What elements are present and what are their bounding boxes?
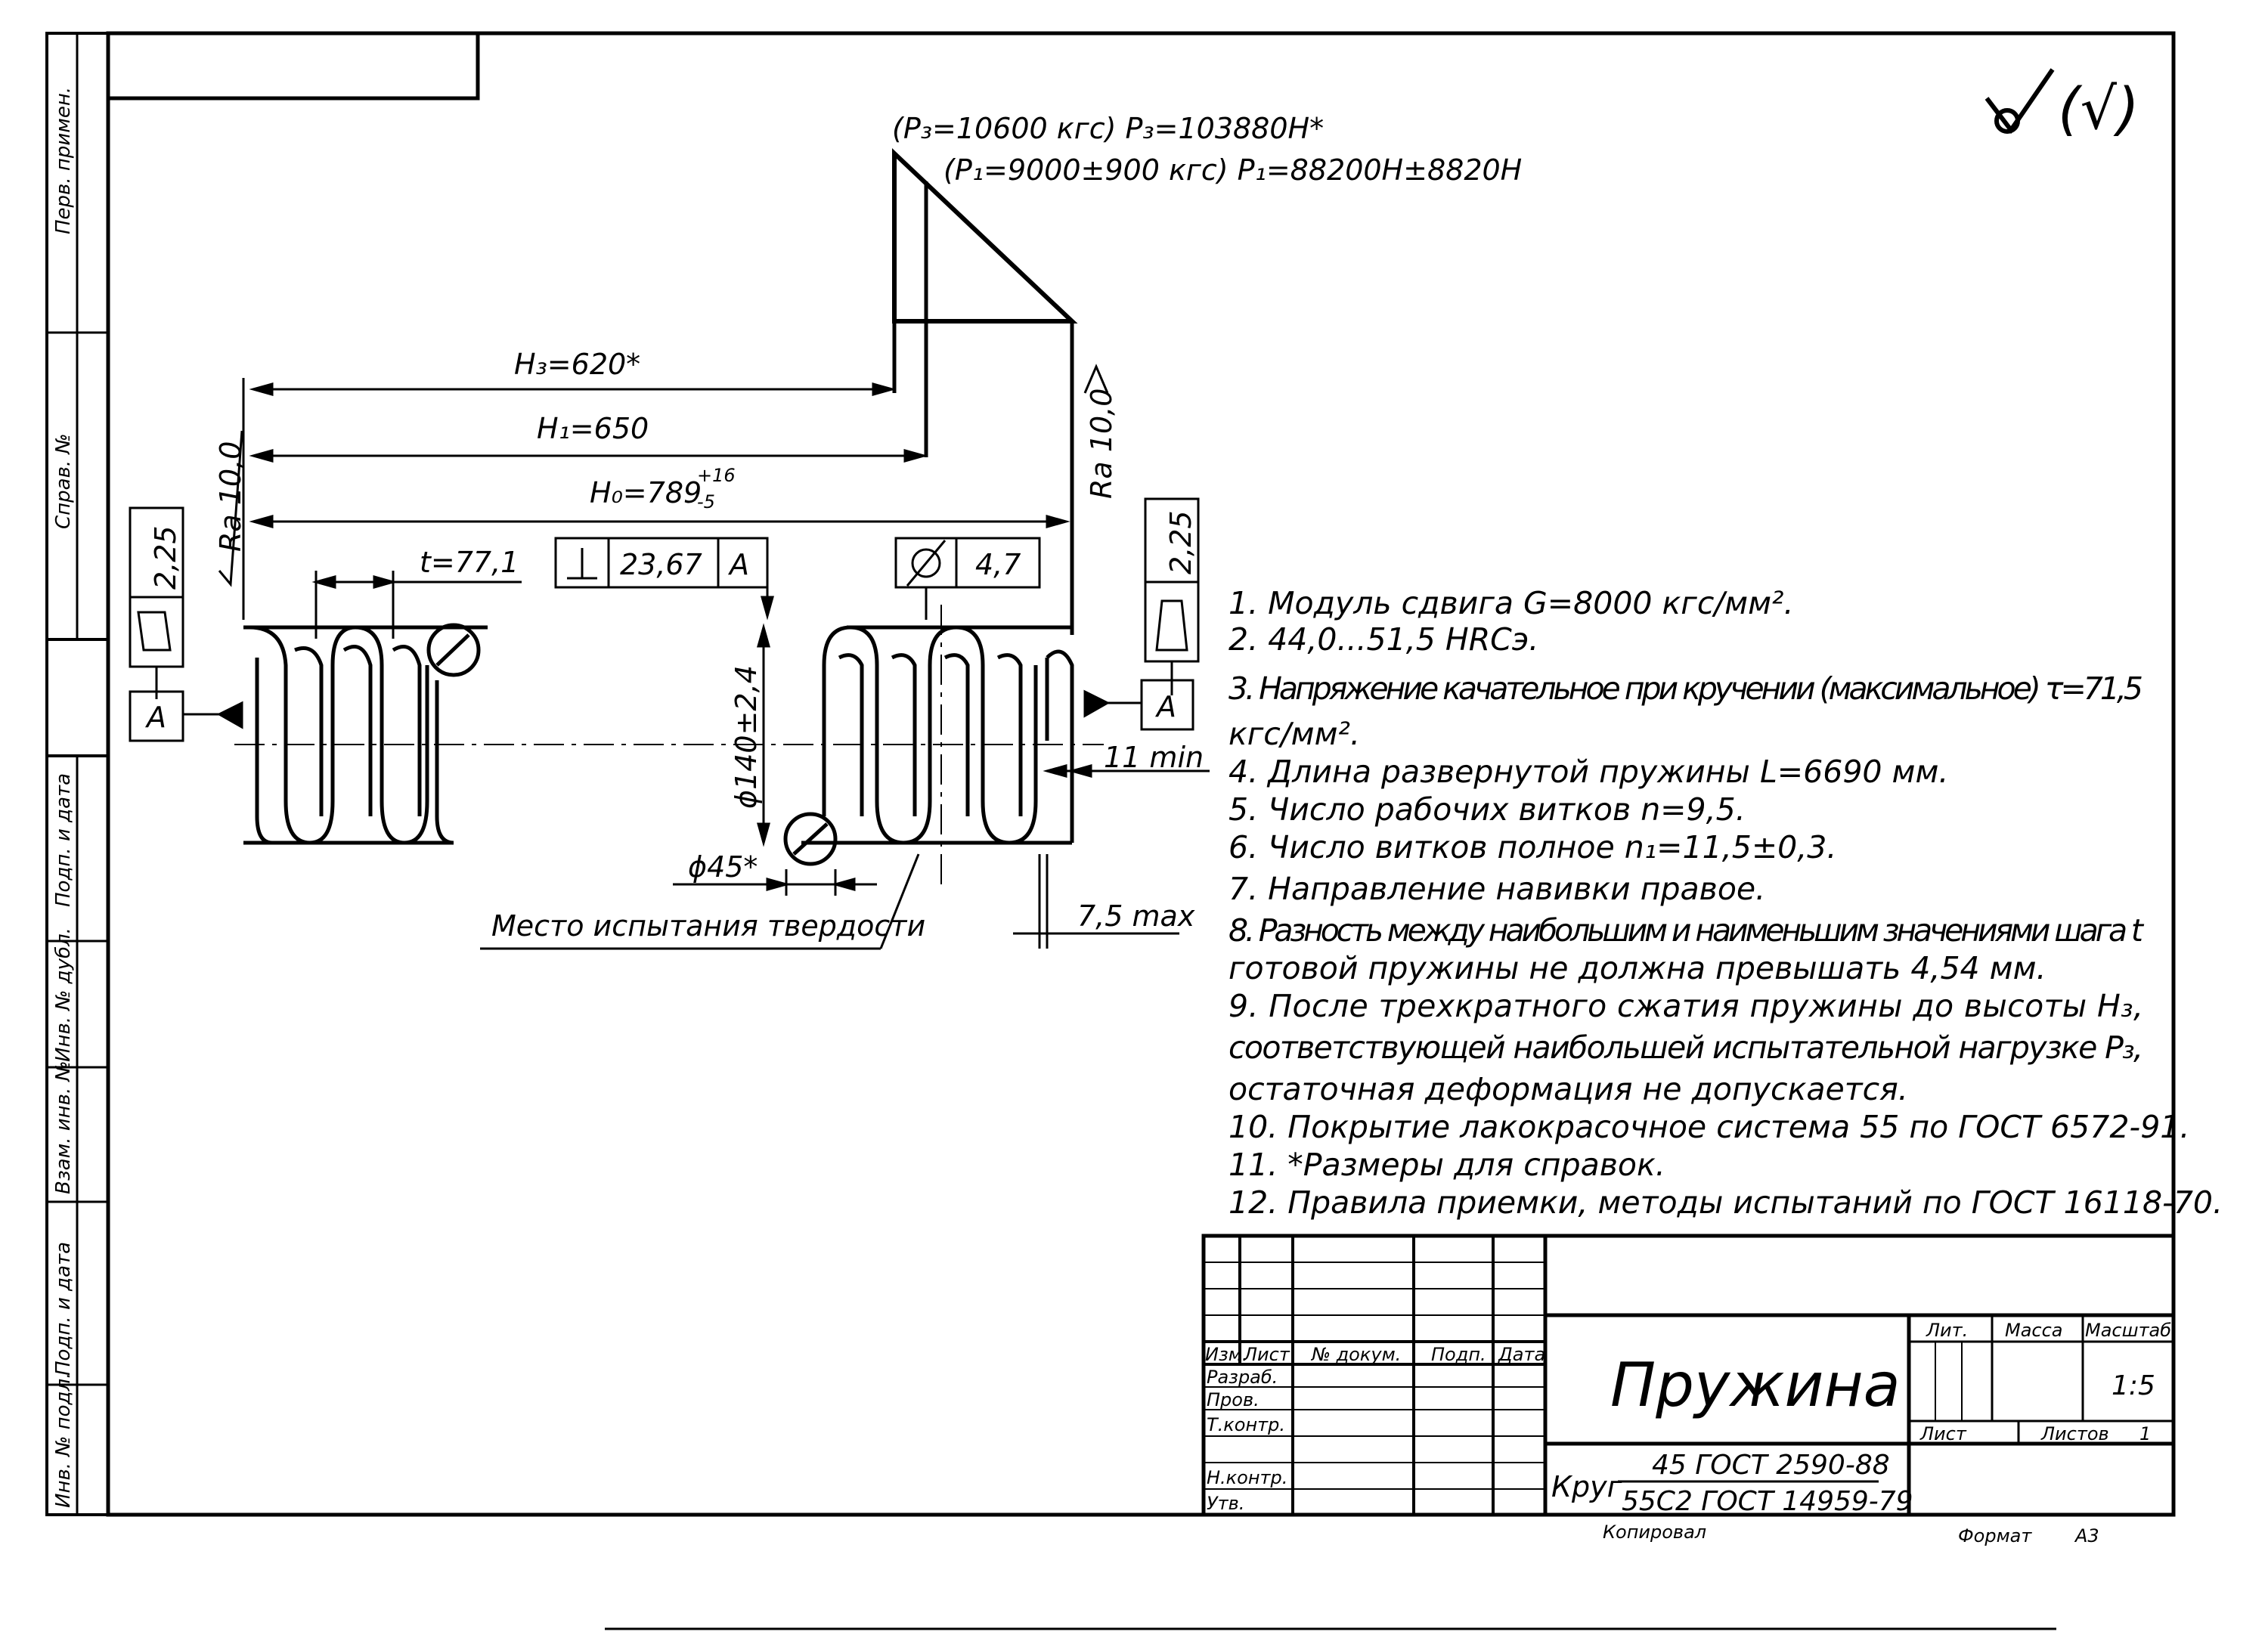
center-axis	[234, 605, 1104, 892]
tb-scale-value: 1:5	[2112, 1370, 2155, 1401]
tb-role-tkontr: Т.контр.	[1207, 1414, 1285, 1435]
ra-left-label: Ra 10,0	[214, 441, 247, 552]
perp-value: 23,67	[620, 548, 702, 581]
tb-material-prefix: Круг	[1551, 1470, 1623, 1503]
runout-frame	[894, 537, 1041, 620]
tb-format-value: А3	[2074, 1525, 2099, 1546]
flatness-right-value: 2,25	[1164, 510, 1198, 574]
side-label-perv-primen: Перв. примен.	[52, 87, 75, 234]
flatness-frame-left	[129, 506, 184, 699]
tb-col-list: Лист	[1243, 1344, 1290, 1365]
note-1: 1. Модуль сдвига G=8000 кгс/мм².	[1228, 585, 1794, 621]
side-label-sprav: Справ. №	[52, 434, 75, 529]
datum-left	[129, 690, 243, 742]
title-block	[1201, 1234, 2176, 1517]
runout-value: 4,7	[975, 548, 1021, 581]
note-3b: кгс/мм².	[1228, 716, 1360, 752]
note-12: 12. Правила приемки, методы испытаний по…	[1228, 1184, 2223, 1221]
tb-material-top: 45 ГОСТ 2590-88	[1652, 1450, 1890, 1481]
tb-sheets-label: Листов	[2040, 1423, 2109, 1444]
hardness-leader	[480, 853, 920, 950]
height-dimensions	[242, 378, 1070, 620]
tb-lit-label: Лит.	[1926, 1320, 1968, 1341]
spring-left	[243, 623, 488, 845]
dim-gap-max: 7,5 max	[1077, 899, 1195, 933]
flatness-frame-right	[1144, 497, 1200, 695]
note-6: 6. Число витков полное n₁=11,5±0,3.	[1228, 829, 1836, 865]
surface-finish-mark: (√)	[1984, 68, 2139, 142]
side-label-podp-data-2: Подп. и дата	[52, 1242, 75, 1376]
gap-max-dimension	[1013, 854, 1179, 949]
note-4: 4. Длина развернутой пружины L=6690 мм.	[1228, 754, 1948, 790]
technical-notes: 1. Модуль сдвига G=8000 кгс/мм². 2. 44,0…	[1228, 585, 2223, 1221]
side-label-inv-dubl: Инв. № дубл.	[52, 927, 75, 1062]
surface-finish-paren: (√)	[2058, 75, 2139, 142]
perpendicularity-frame	[554, 537, 774, 621]
dim-h0-tol-lower: -5	[697, 491, 715, 512]
tb-role-razrab: Разраб.	[1207, 1367, 1278, 1388]
tb-role-prov: Пров.	[1207, 1389, 1259, 1410]
note-10: 10. Покрытие лакокрасочное система 55 по…	[1228, 1109, 2189, 1145]
wire-dimension	[673, 869, 877, 896]
spring-right	[783, 625, 1074, 866]
load-diagram	[892, 148, 1078, 635]
note-7: 7. Направление навивки правое.	[1228, 871, 1765, 907]
ra-right-mark	[1083, 364, 1109, 394]
perp-datum: A	[727, 548, 749, 581]
dim-h3: H₃=620*	[514, 348, 640, 381]
tb-copied: Копировал	[1603, 1522, 1706, 1543]
note-9b: соответствующей наибольшей испытательной…	[1228, 1029, 2143, 1066]
note-8: 8. Разность между наибольшим и наименьши…	[1228, 912, 2145, 949]
tb-sheet-label: Лист	[1919, 1423, 1967, 1444]
side-label-inv-podl: Инв. № подл.	[52, 1373, 75, 1508]
tb-col-data: Дата	[1498, 1344, 1545, 1365]
tb-scale-label: Масштаб	[2085, 1320, 2171, 1341]
note-9c: остаточная деформация не допускается.	[1228, 1071, 1908, 1107]
load-p3-label: (P₃=10600 кгс) P₃=103880Н*	[892, 112, 1324, 145]
datum-right-label: A	[1154, 690, 1176, 723]
tb-mass-label: Масса	[2005, 1320, 2063, 1341]
ra-left-mark	[218, 430, 243, 587]
tb-part-name: Пружина	[1610, 1350, 1901, 1420]
ra-right-label: Ra 10,0	[1085, 389, 1118, 499]
tb-format-label: Формат	[1958, 1525, 2032, 1546]
dim-h0-tol-upper: +16	[697, 465, 736, 486]
dim-h0: H₀=789	[590, 476, 702, 509]
dim-gap-min: 11 min	[1104, 741, 1204, 774]
tb-role-utv: Утв.	[1207, 1493, 1244, 1514]
dim-h1: H₁=650	[537, 412, 649, 445]
side-label-podp-data-1: Подп. и дата	[52, 773, 75, 907]
dim-pitch: t=77,1	[420, 546, 519, 579]
tb-material-bottom: 55С2 ГОСТ 14959-79	[1622, 1486, 1913, 1517]
tb-role-nkontr: Н.контр.	[1207, 1467, 1287, 1488]
dim-diameter: ϕ140±2,4	[730, 665, 763, 809]
sheet-frame	[45, 31, 2176, 1630]
dim-wire: ϕ45*	[688, 850, 758, 884]
tb-col-podp: Подп.	[1431, 1344, 1486, 1365]
load-p1-label: (P₁=9000±900 кгс) P₁=88200Н±8820Н	[943, 153, 1522, 187]
gap-min-dimension	[1043, 764, 1210, 778]
note-11: 11. *Размеры для справок.	[1228, 1147, 1665, 1183]
flatness-left-value: 2,25	[149, 525, 182, 590]
note-5: 5. Число рабочих витков n=9,5.	[1228, 791, 1746, 828]
note-9: 9. После трехкратного сжатия пружины до …	[1228, 988, 2143, 1024]
hardness-label: Место испытания твердости	[491, 909, 925, 943]
note-8b: готовой пружины не должна превышать 4,54…	[1228, 950, 2046, 986]
tb-sheets-count: 1	[2139, 1423, 2151, 1444]
datum-right	[1083, 679, 1194, 731]
datum-left-label: A	[144, 701, 166, 734]
diameter-dimension	[757, 623, 770, 847]
note-2: 2. 44,0...51,5 HRCэ.	[1228, 621, 1538, 658]
tb-col-izm: Изм.	[1205, 1344, 1247, 1365]
side-stamp: Перв. примен. Справ. № Подп. и дата Инв.…	[52, 87, 75, 1508]
side-label-vzam-inv: Взам. инв. №	[52, 1060, 75, 1194]
note-3: 3. Напряжение качательное при кручении (…	[1228, 670, 2143, 707]
tb-col-dokum: № докум.	[1310, 1344, 1401, 1365]
